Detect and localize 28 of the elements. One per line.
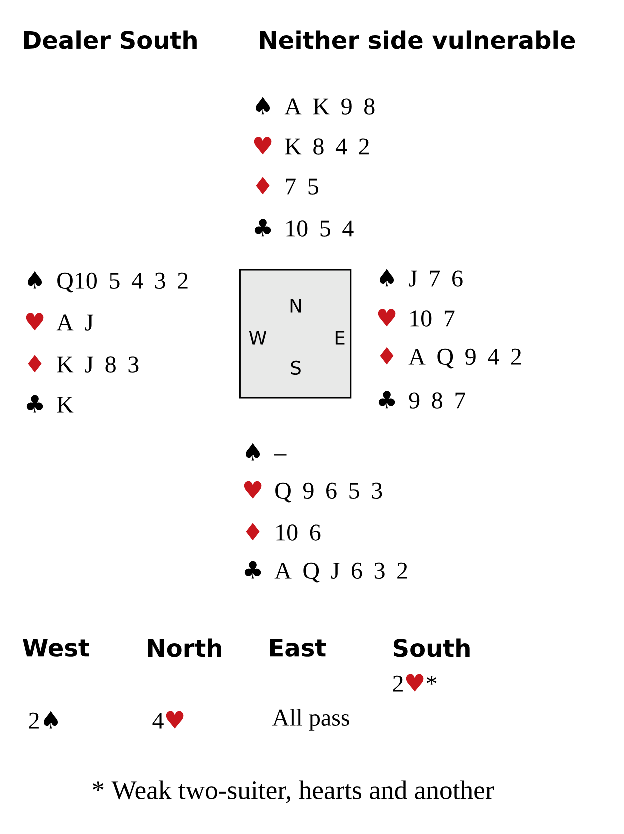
bid: 2♠ (29, 711, 58, 729)
column-heading: West (22, 639, 90, 657)
bid: All pass (272, 709, 350, 731)
card-holding: ♦ A Q 9 4 2 (380, 347, 522, 369)
card-holding: ♦ K J 8 3 (28, 355, 139, 373)
heading: Neither side vulnerable (260, 30, 576, 50)
card-holding: ♣ K (26, 395, 74, 413)
column-heading: North (148, 638, 222, 658)
card-holding: ♦ 7 5 (256, 177, 318, 195)
card-holding: ♥ Q 9 6 5 3 (244, 481, 382, 503)
card-holding: ♣ 9 8 7 (378, 391, 466, 409)
heading: Dealer South (24, 30, 197, 50)
card-holding: ♠ A K 9 8 (256, 97, 375, 115)
card-holding: ♣ A Q J 6 3 2 (244, 561, 408, 583)
card-holding: ♠ J 7 6 (380, 269, 463, 287)
compass-box: N W E S (239, 269, 352, 399)
bid: 4♥ (152, 711, 184, 729)
card-holding: ♥ K 8 4 2 (254, 137, 369, 155)
card-holding: ♠ Q10 5 4 3 2 (28, 271, 188, 293)
column-heading: South (394, 638, 470, 658)
card-holding: ♠ – (246, 443, 287, 461)
card-holding: ♥ A J (26, 313, 94, 331)
card-holding: ♥ 10 7 (378, 309, 455, 327)
column-heading: East (270, 639, 326, 657)
bid: 2♥* (393, 674, 437, 692)
card-holding: ♦ 10 6 (246, 523, 321, 541)
footnote: * Weak two-suiter, hearts and another (93, 780, 494, 804)
card-holding: ♣ 10 5 4 (254, 219, 354, 237)
